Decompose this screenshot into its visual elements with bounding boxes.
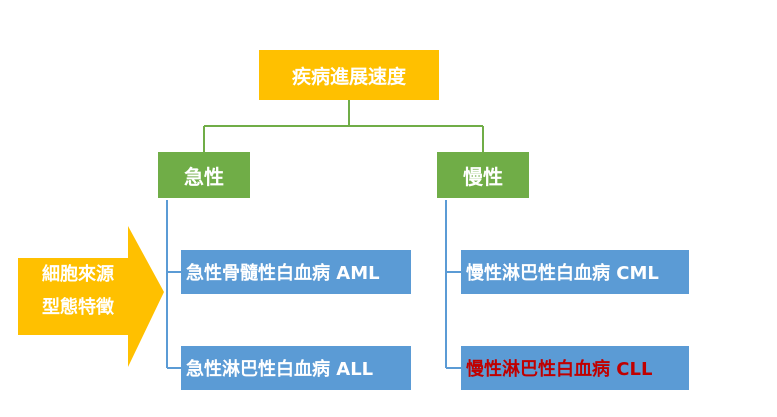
side-arrow-label: 細胞來源 型態特徵 — [18, 258, 138, 324]
root-node: 疾病進展速度 — [259, 50, 439, 100]
branch-chronic: 慢性 — [437, 152, 529, 198]
side-arrow-line2: 型態特徵 — [42, 297, 114, 318]
leaf-cll: 慢性淋巴性白血病 CLL — [461, 346, 689, 390]
side-arrow-line1: 細胞來源 — [42, 264, 114, 285]
leaf-cml: 慢性淋巴性白血病 CML — [461, 250, 689, 294]
branch-acute: 急性 — [158, 152, 250, 198]
side-arrow-shape — [18, 226, 164, 367]
leaf-aml: 急性骨髓性白血病 AML — [181, 250, 411, 294]
leaf-all: 急性淋巴性白血病 ALL — [181, 346, 411, 390]
